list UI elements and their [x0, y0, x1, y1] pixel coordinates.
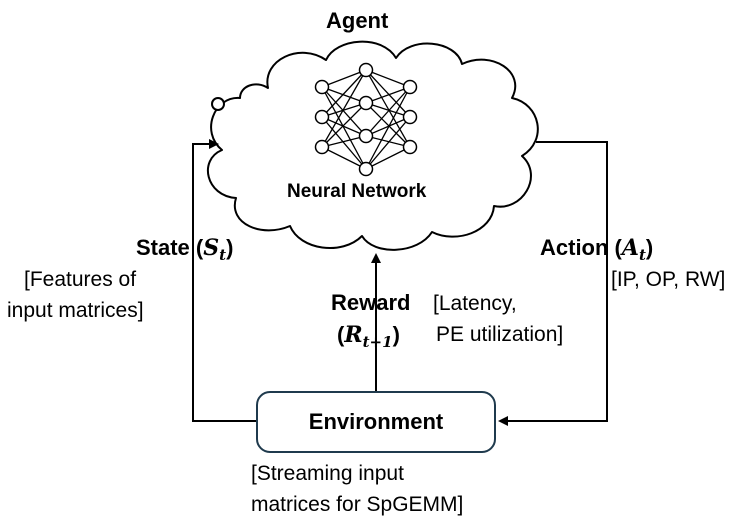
- state-label-text: State (: [136, 235, 204, 260]
- reward-label: Reward: [331, 290, 411, 315]
- action-label-text: Action (: [540, 235, 622, 260]
- state-close: ): [226, 235, 234, 260]
- state-note-line2: input matrices]: [7, 299, 144, 322]
- agent-title: Agent: [326, 8, 389, 33]
- reward-note-line1: [Latency,: [433, 292, 517, 315]
- neural-network-label: Neural Network: [287, 181, 427, 202]
- reward-symbol: R: [344, 322, 363, 348]
- state-label: State (St): [136, 235, 233, 264]
- state-subscript: t: [219, 246, 227, 264]
- environment-box: Environment: [256, 391, 496, 453]
- reward-note-line2: PE utilization]: [436, 323, 564, 346]
- neural-network-icon: [321, 69, 411, 170]
- state-note-line1: [Features of: [24, 268, 137, 291]
- action-subscript: t: [638, 246, 646, 264]
- action-symbol: A: [621, 235, 639, 261]
- environment-note-line2: matrices for SpGEMM]: [251, 493, 464, 516]
- environment-label: Environment: [308, 409, 444, 434]
- reward-symbol-group: (Rt+1): [337, 322, 400, 351]
- action-note: [IP, OP, RW]: [611, 268, 726, 291]
- action-label: Action (At): [540, 235, 653, 264]
- action-arrow: [498, 141, 608, 426]
- neural-network-nodes: [314, 62, 418, 177]
- environment-note-line1: [Streaming input: [251, 462, 404, 485]
- action-close: ): [645, 235, 654, 260]
- reward-open: (: [337, 322, 345, 347]
- cloud-bubble: [211, 97, 225, 111]
- reward-subscript: t+1: [362, 333, 393, 351]
- agent-cloud: [206, 40, 539, 251]
- reward-close: ): [392, 322, 400, 347]
- state-arrow: [192, 139, 256, 422]
- state-symbol: S: [203, 235, 220, 261]
